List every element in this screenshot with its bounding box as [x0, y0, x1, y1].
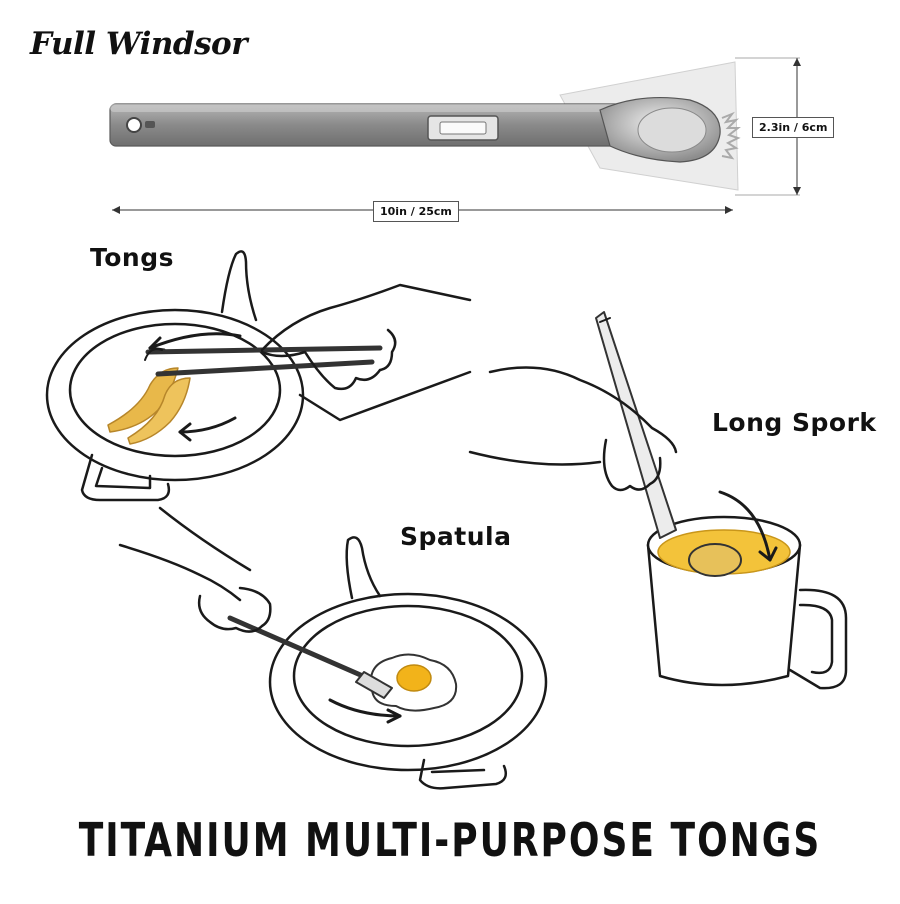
headline: TITANIUM MULTI-PURPOSE TONGS	[78, 814, 822, 868]
tongs-scene	[45, 250, 472, 502]
tongs-label: Tongs	[90, 243, 174, 272]
long-spork-label: Long Spork	[712, 408, 877, 437]
spork-scene	[468, 311, 848, 690]
spatula-label: Spatula	[400, 522, 512, 551]
tongs-product-image	[109, 57, 801, 214]
height-dimension: 2.3in / 6cm	[752, 117, 835, 138]
spatula-scene	[118, 506, 548, 790]
length-dimension: 10in / 25cm	[373, 201, 459, 222]
brand-logo: Full Windsor	[30, 26, 248, 62]
